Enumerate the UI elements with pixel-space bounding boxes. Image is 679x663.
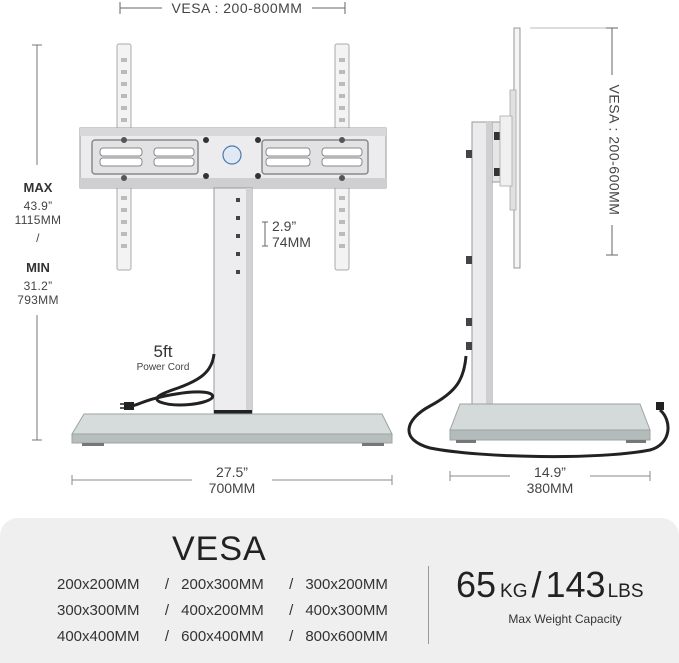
vesa-size: 300x300MM — [57, 602, 140, 619]
weight-lbs-value: 143 — [545, 564, 606, 605]
max-inches: 43.9” — [23, 199, 53, 213]
vesa-title: VESA — [172, 530, 267, 568]
vesa-height-label-wrap: VESA : 200-600MM — [604, 80, 626, 225]
vesa-size: 300x200MM — [305, 576, 388, 593]
depth-millimeters: 380MM — [526, 480, 574, 496]
vesa-size: 200x200MM — [57, 576, 140, 593]
vesa-size: 200x300MM — [181, 576, 264, 593]
vesa-size: 600x400MM — [181, 628, 264, 645]
vesa-height-label: VESA : 200-600MM — [606, 84, 623, 216]
vesa-row-1: 200x200MM / 200x300MM / 300x200MM — [57, 576, 405, 593]
max-millimeters: 1115MM — [14, 213, 62, 227]
depth-label: 14.9” 380MM — [510, 464, 590, 496]
vesa-size: 800x600MM — [305, 628, 388, 645]
vesa-size: 400x200MM — [181, 602, 264, 619]
vesa-row-2: 300x300MM / 400x200MM / 400x300MM — [57, 602, 405, 619]
width-millimeters: 700MM — [208, 480, 256, 496]
height-slash: / — [36, 231, 40, 245]
height-max-block: MAX 43.9” 1115MM / — [14, 180, 62, 245]
weight-lbs-unit: LBS — [607, 581, 644, 602]
vesa-separator: / — [164, 576, 170, 593]
cord-length: 5ft — [153, 342, 173, 361]
side-column — [466, 121, 493, 419]
power-cord — [120, 353, 216, 410]
cord-caption: Power Cord — [136, 362, 190, 373]
step-millimeters: 74MM — [272, 234, 311, 250]
height-dimension-line — [32, 44, 42, 441]
cord-label: 5ft Power Cord — [128, 342, 198, 373]
stand-column — [213, 187, 253, 419]
spec-panel — [0, 518, 679, 663]
vesa-size: 400x400MM — [57, 628, 140, 645]
vesa-height-dimension — [530, 27, 618, 256]
width-inches: 27.5” — [216, 464, 248, 480]
vesa-width-label: VESA : 200-800MM — [162, 0, 312, 16]
weight-divider: / — [531, 564, 542, 605]
side-bracket — [487, 115, 513, 187]
stand-illustration — [32, 2, 670, 485]
min-label: MIN — [26, 260, 50, 275]
width-label: 27.5” 700MM — [192, 464, 272, 496]
weight-kg-unit: KG — [500, 581, 528, 602]
weight-caption: Max Weight Capacity — [508, 612, 622, 626]
vesa-size: 400x300MM — [305, 602, 388, 619]
vesa-separator: / — [164, 628, 170, 645]
brand-logo — [222, 145, 242, 165]
panel-divider — [428, 566, 429, 644]
step-dimension — [262, 221, 268, 247]
vesa-row-3: 400x400MM / 600x400MM / 800x600MM — [57, 628, 405, 645]
min-millimeters: 793MM — [17, 293, 59, 307]
vesa-separator: / — [164, 602, 170, 619]
mounting-plate — [79, 127, 387, 189]
side-glass-base — [449, 403, 651, 443]
weight-kg-value: 65 — [456, 564, 497, 605]
step-label: 2.9” 74MM — [272, 218, 311, 250]
depth-inches: 14.9” — [534, 464, 566, 480]
max-label: MAX — [23, 180, 53, 195]
vesa-separator: / — [289, 628, 294, 645]
min-inches: 31.2” — [23, 279, 53, 293]
vesa-separator: / — [289, 576, 294, 593]
vesa-separator: / — [289, 602, 294, 619]
side-power-cord — [407, 355, 670, 459]
step-inches: 2.9” — [272, 218, 297, 234]
glass-base — [71, 413, 393, 446]
height-min-block: MIN 31.2” 793MM — [14, 260, 62, 307]
